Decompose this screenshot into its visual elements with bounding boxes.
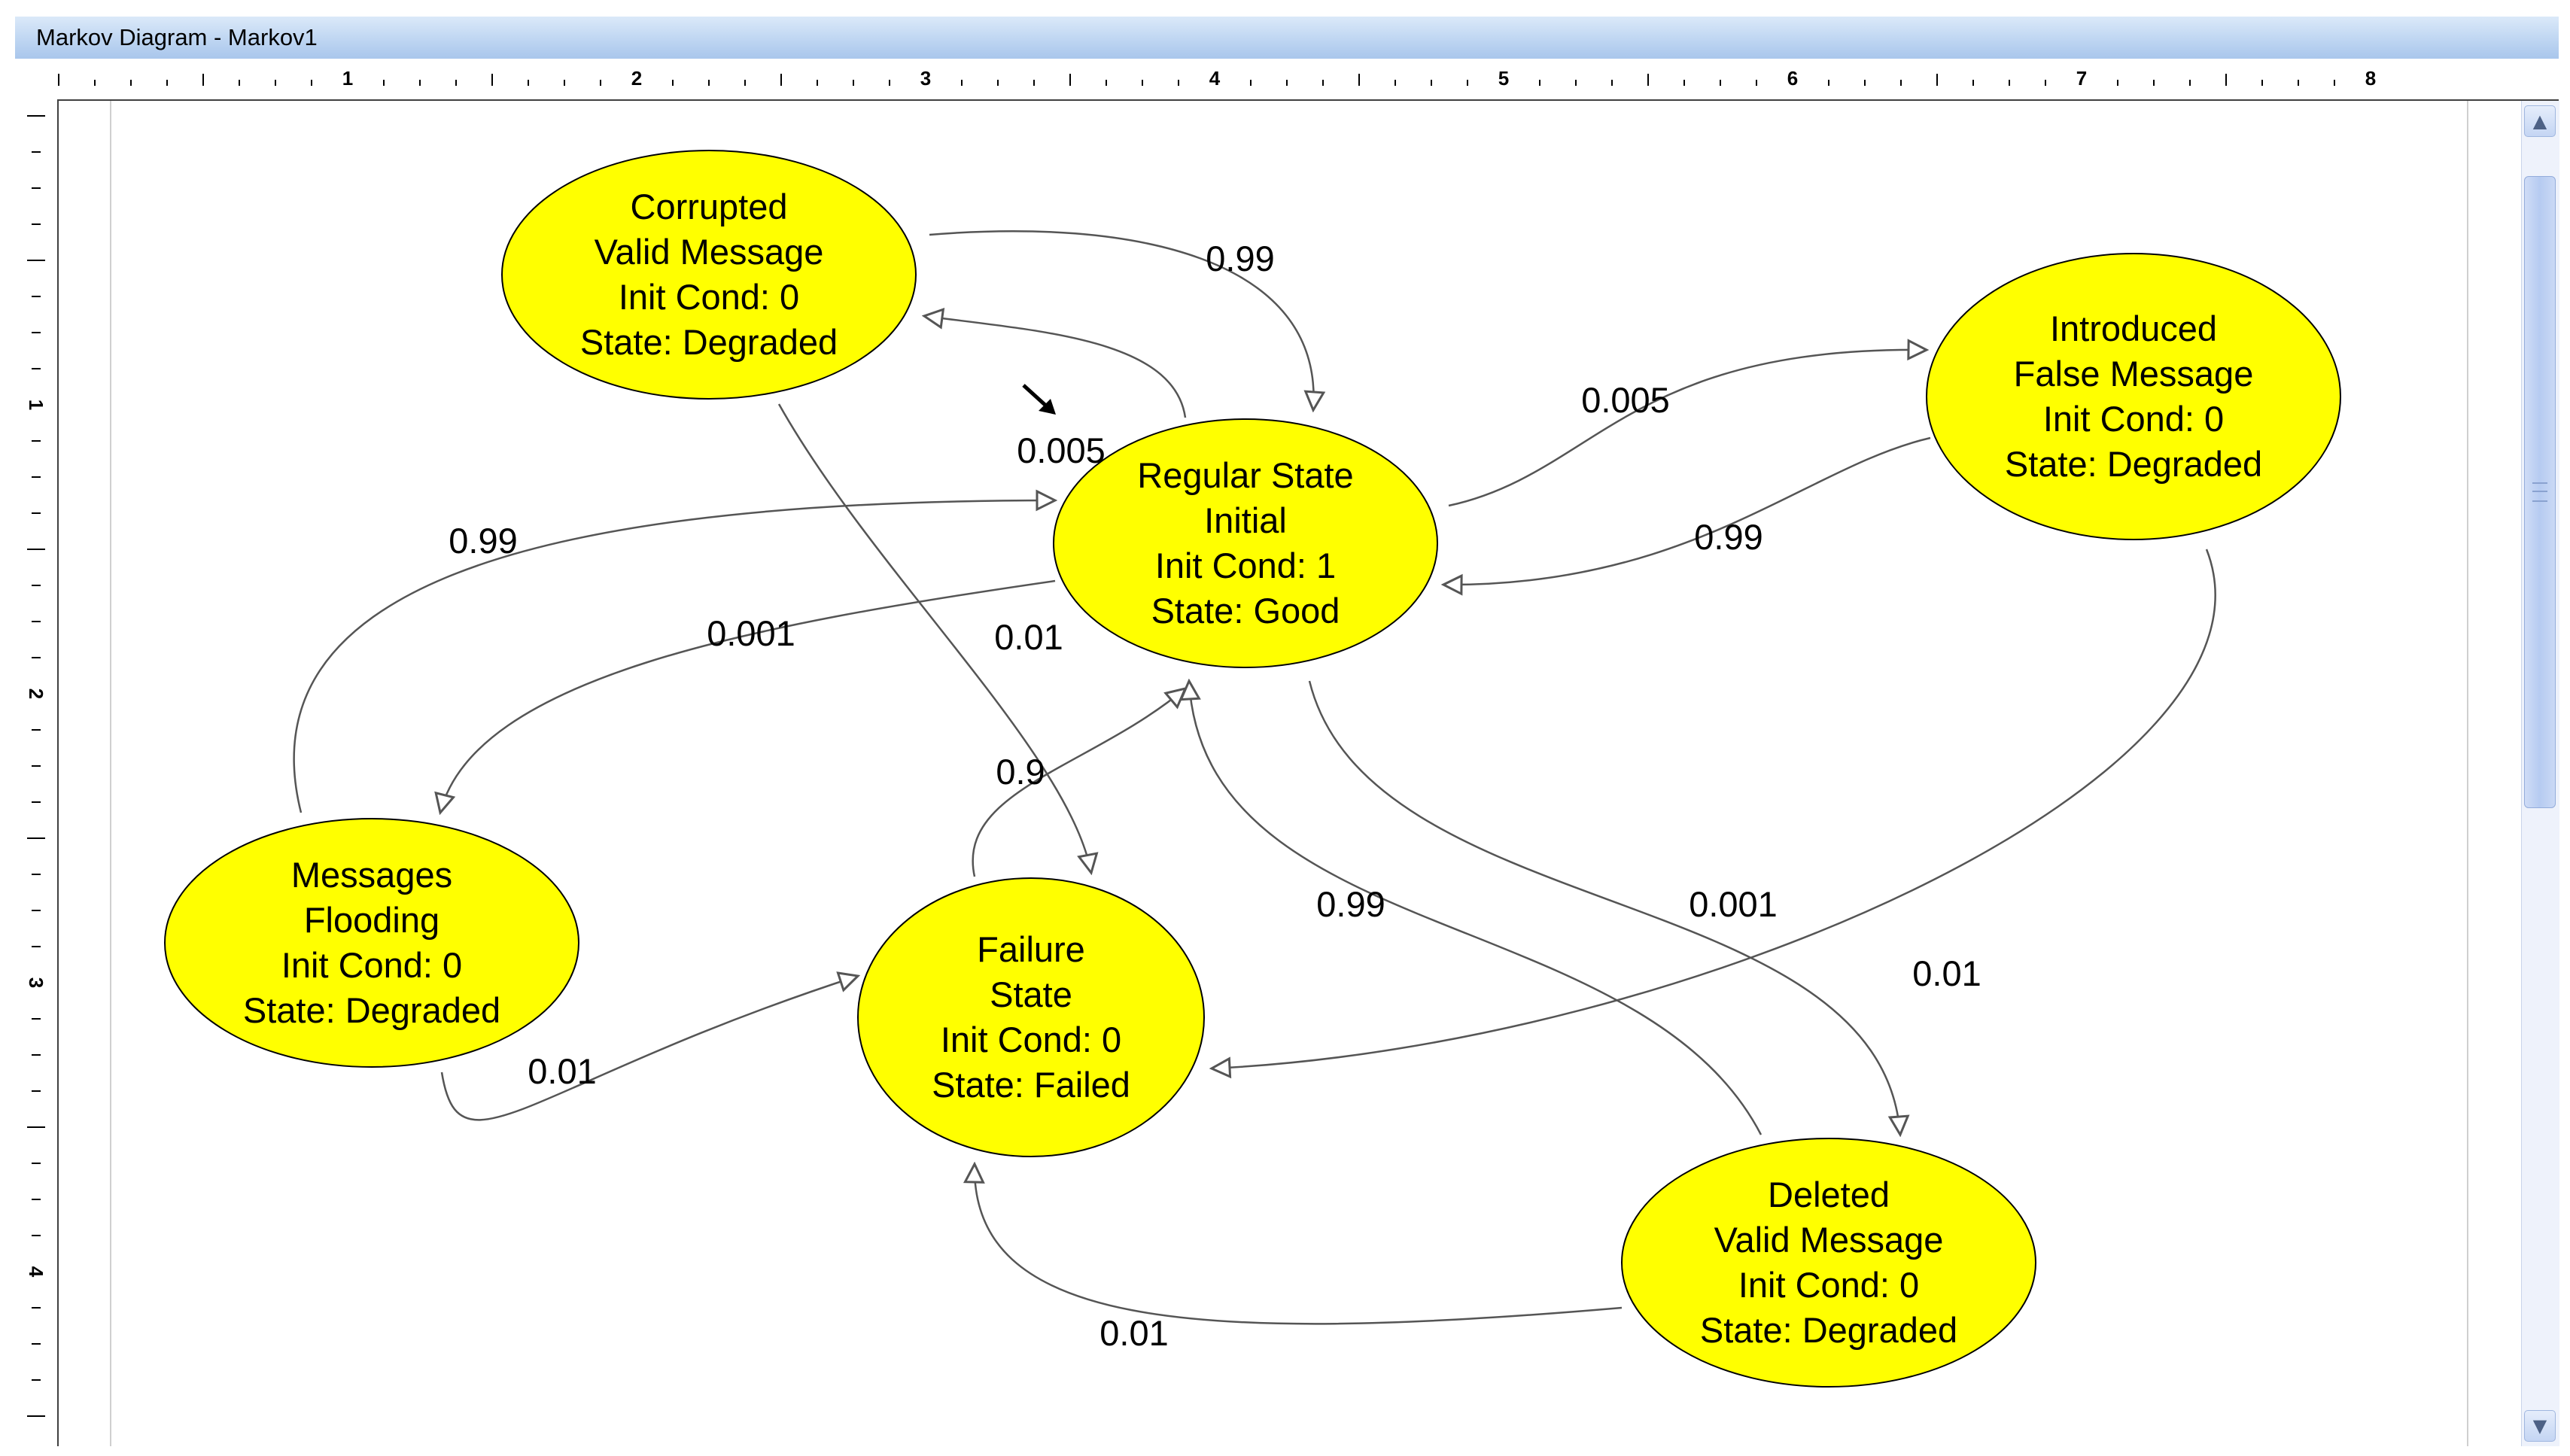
state-line: Regular State <box>1137 455 1353 495</box>
transition-regular-to-flooding[interactable] <box>440 579 1056 813</box>
transition-label-introduced-to-failure: 0.01 <box>1912 953 1981 993</box>
state-line: Init Cond: 0 <box>941 1020 1121 1059</box>
transition-introduced-to-failure[interactable] <box>1212 549 2216 1068</box>
transition-label-corrupted-to-failure: 0.01 <box>994 617 1063 657</box>
transition-corrupted-to-failure[interactable] <box>777 403 1091 873</box>
state-line: Introduced <box>2050 309 2217 348</box>
state-line: State: Degraded <box>2005 444 2262 484</box>
state-line: Valid Message <box>595 232 824 272</box>
transition-deleted-to-failure[interactable] <box>975 1164 1623 1325</box>
transition-regular-to-corrupted[interactable] <box>924 316 1187 418</box>
transition-label-flooding-to-regular: 0.99 <box>449 521 517 561</box>
scroll-up-button[interactable]: ▲ <box>2524 105 2556 137</box>
ruler-number: 4 <box>1209 67 1221 90</box>
chevron-down-icon: ▼ <box>2532 1415 2547 1436</box>
transition-edges <box>293 229 2216 1325</box>
scroll-down-button[interactable]: ▼ <box>2524 1410 2556 1442</box>
grip-icon <box>2532 482 2547 502</box>
state-line: Flooding <box>304 900 439 940</box>
ruler-number: 2 <box>25 688 47 699</box>
state-line: Deleted <box>1768 1175 1890 1214</box>
state-ellipse[interactable] <box>1053 418 1438 668</box>
ruler-number: 2 <box>631 67 642 90</box>
transition-label-regular-to-introduced: 0.005 <box>1581 380 1670 420</box>
transition-label-flooding-to-failure: 0.01 <box>528 1051 596 1091</box>
state-line: Failure <box>977 929 1085 969</box>
state-ellipse[interactable] <box>501 150 917 400</box>
transition-flooding-to-regular[interactable] <box>293 500 1055 813</box>
state-line: State: Good <box>1151 591 1340 631</box>
transition-label-regular-to-corrupted: 0.005 <box>1017 430 1106 470</box>
transition-regular-to-deleted[interactable] <box>1308 680 1900 1135</box>
state-line: Init Cond: 0 <box>2043 399 2224 439</box>
ruler-number: 1 <box>25 400 47 410</box>
transition-regular-to-introduced[interactable] <box>1448 350 1927 507</box>
transition-label-failure-to-regular: 0.9 <box>996 752 1045 792</box>
ruler-ticks: 1 2 3 4 5 6 7 8 1 2 3 4 <box>25 67 2376 1417</box>
transition-deleted-to-regular[interactable] <box>1189 681 1763 1135</box>
cursor-icon <box>1022 384 1056 415</box>
transition-label-deleted-to-failure: 0.01 <box>1099 1313 1168 1353</box>
state-line: Init Cond: 0 <box>619 277 799 317</box>
ruler-number: 5 <box>1498 67 1509 90</box>
transition-failure-to-regular[interactable] <box>972 688 1185 877</box>
state-line: Corrupted <box>631 187 788 226</box>
state-line: Init Cond: 0 <box>1738 1265 1919 1305</box>
page-margin-left <box>110 101 111 1446</box>
state-line: Init Cond: 0 <box>281 945 462 985</box>
state-ellipse[interactable] <box>164 818 579 1068</box>
ruler-number: 1 <box>342 67 353 90</box>
ruler-number: 3 <box>920 67 931 90</box>
window-title: Markov Diagram - Markov1 <box>36 24 318 50</box>
state-line: Valid Message <box>1714 1220 1944 1260</box>
state-line: State: Degraded <box>1700 1310 1957 1350</box>
transition-flooding-to-failure[interactable] <box>440 976 858 1121</box>
state-line: Messages <box>291 855 452 895</box>
transition-introduced-to-regular[interactable] <box>1443 436 1931 585</box>
title-bar[interactable]: Markov Diagram - Markov1 <box>15 17 2559 59</box>
vertical-ruler <box>15 99 59 1446</box>
transition-label-regular-to-deleted: 0.001 <box>1689 884 1778 924</box>
transition-label-introduced-to-regular: 0.99 <box>1694 517 1763 557</box>
ruler-number: 6 <box>1787 67 1798 90</box>
page-margin-right <box>2467 101 2468 1446</box>
state-line: Initial <box>1204 500 1287 540</box>
state-line: State: Degraded <box>243 990 500 1030</box>
transition-label-deleted-to-regular: 0.99 <box>1316 884 1385 924</box>
chevron-up-icon: ▲ <box>2532 111 2547 132</box>
state-line: State: Degraded <box>580 322 838 362</box>
state-line: State <box>990 974 1072 1014</box>
transition-label-regular-to-flooding: 0.001 <box>707 613 795 653</box>
scroll-thumb[interactable] <box>2524 176 2556 808</box>
state-ellipse[interactable] <box>1926 253 2341 540</box>
state-ellipse[interactable] <box>857 877 1205 1157</box>
state-ellipse[interactable] <box>1621 1138 2036 1388</box>
transition-corrupted-to-regular[interactable] <box>929 229 1314 410</box>
state-line: Init Cond: 1 <box>1155 546 1336 585</box>
state-line: State: Failed <box>932 1065 1130 1105</box>
vertical-scrollbar[interactable]: ▲ ▼ <box>2521 101 2559 1446</box>
transition-labels: 0.99 0.005 0.005 0.99 0.99 0.001 0.01 0.9 0.99 0.… <box>449 239 1981 1353</box>
transition-label-corrupted-to-regular: 0.99 <box>1206 239 1274 278</box>
ruler-number: 7 <box>2076 67 2087 90</box>
state-line: False Message <box>2014 354 2254 394</box>
ruler-number: 8 <box>2365 67 2376 90</box>
ruler-number: 4 <box>25 1266 47 1278</box>
ruler-number: 3 <box>25 977 47 988</box>
